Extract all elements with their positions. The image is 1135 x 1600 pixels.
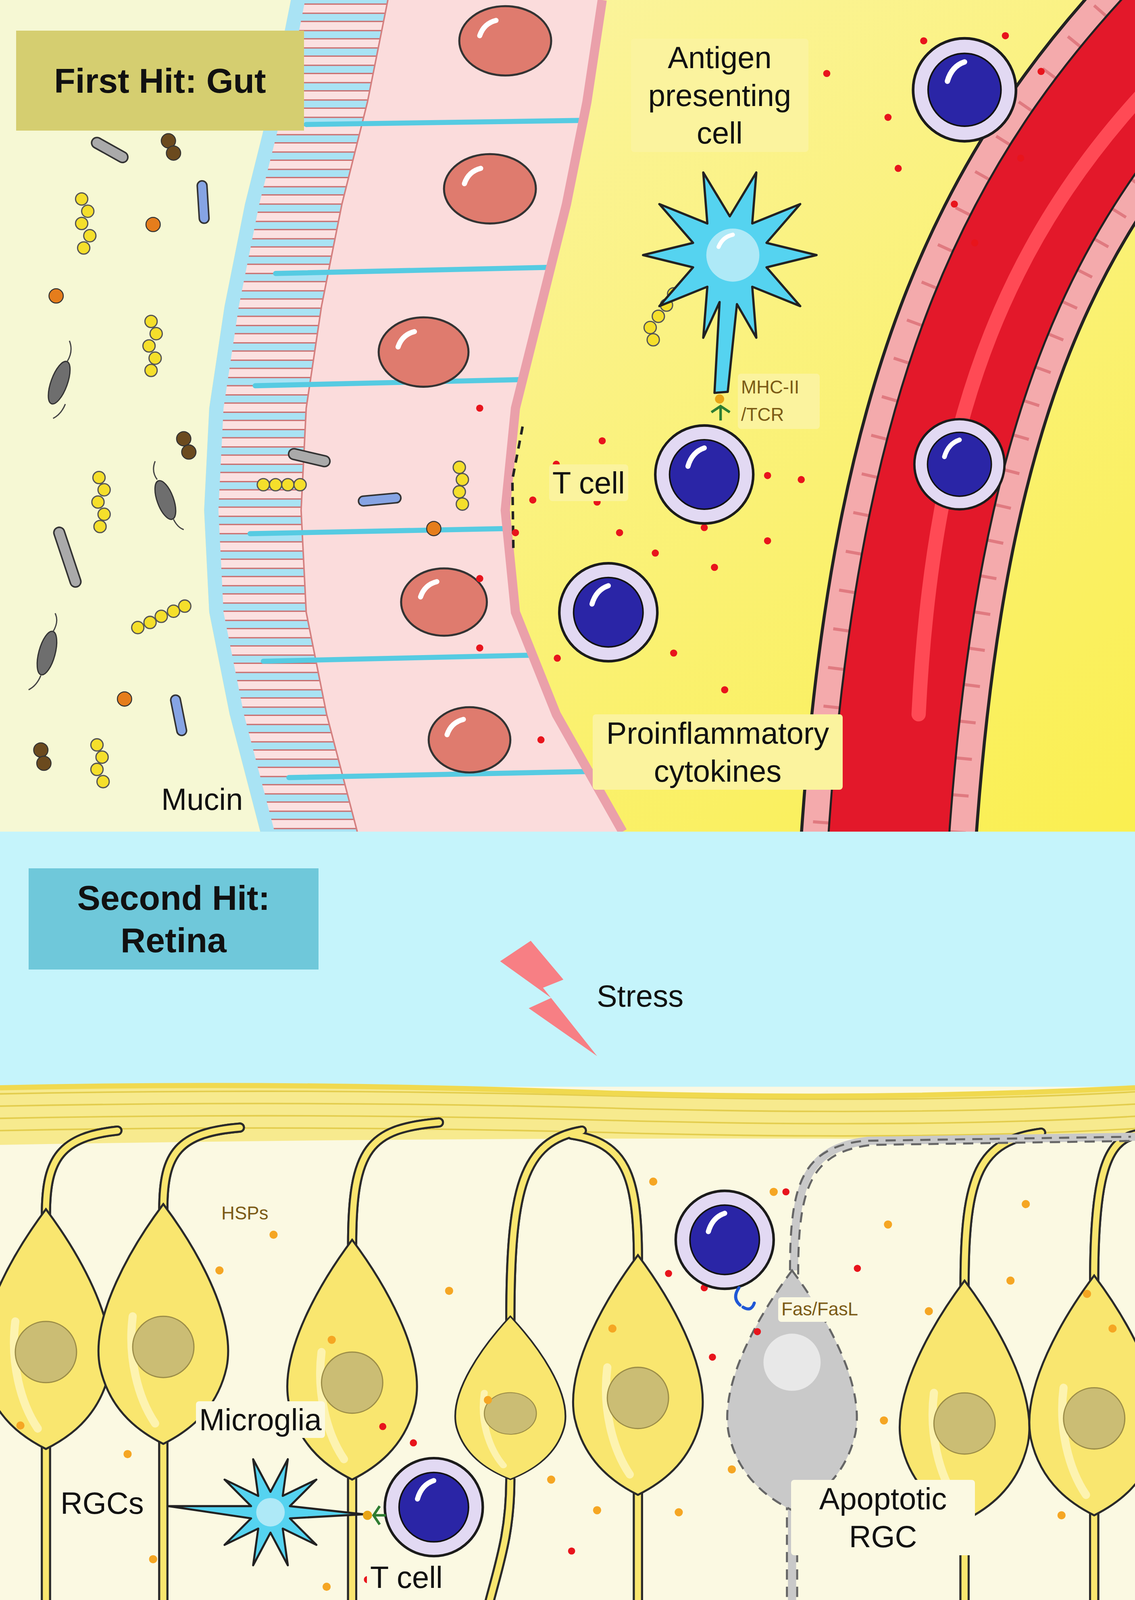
lightning-bolt <box>499 941 597 1057</box>
microglia <box>168 1459 386 1566</box>
section-title-box: Second Hit: Retina <box>28 868 319 970</box>
nuclei <box>378 6 552 773</box>
fas-fasl <box>735 1287 755 1310</box>
section-title-box: First Hit: Gut <box>16 30 305 131</box>
stress-band <box>0 831 1135 1090</box>
annotation-label: T cell <box>549 464 629 502</box>
annotation-label: Apoptotic RGC <box>791 1480 975 1556</box>
annotation-label: Stress <box>593 977 687 1015</box>
apoptotic-cell <box>727 1137 1135 1600</box>
blood-vessel <box>887 0 1135 832</box>
gut-section <box>0 0 1135 832</box>
annotation-label: Mucin <box>158 780 246 818</box>
section-title: Second Hit: Retina <box>38 876 309 962</box>
bacteria <box>28 133 680 789</box>
annotation-label: HSPs <box>218 1201 272 1227</box>
annotation-label: Fas/FasL <box>778 1297 862 1323</box>
annotation-label: Proinflammatory cytokines <box>592 714 843 790</box>
basement-membrane <box>505 0 623 832</box>
hsps <box>16 1177 1117 1592</box>
annotation-label: Antigen presenting cell <box>631 38 809 153</box>
annotation-label: T cell <box>366 1560 446 1595</box>
epithelium <box>301 0 623 832</box>
cytokines-retina <box>363 1188 861 1584</box>
annotation-label: MHC-II /TCR <box>737 373 820 430</box>
annotation-label: Microglia <box>195 1401 325 1439</box>
cytokines <box>476 32 1045 744</box>
annotation-label: RGCs <box>57 1484 148 1522</box>
section-title: First Hit: Gut <box>54 59 267 103</box>
t-cells-retina <box>384 1191 774 1557</box>
retina-section <box>0 1085 1135 1600</box>
retinal-ganglion-cells <box>0 1204 1135 1521</box>
t-cells <box>559 38 1017 662</box>
